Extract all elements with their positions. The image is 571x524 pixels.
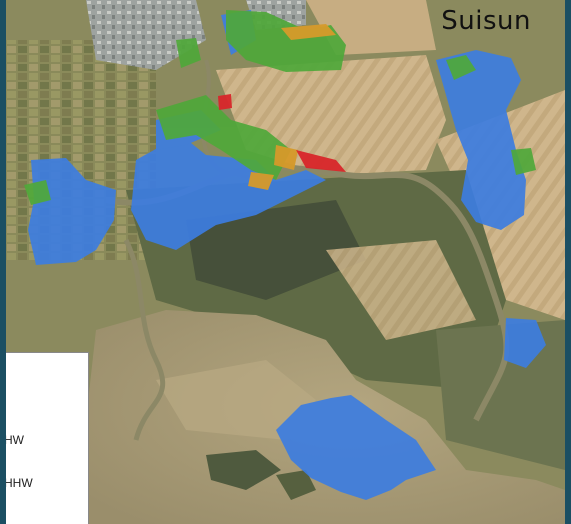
place-label-suisun: Suisun [441, 6, 531, 36]
habitat-orange-1 [274, 145, 298, 170]
habitat-green-northeast [446, 55, 476, 80]
island-1 [206, 450, 281, 490]
habitat-green-east [511, 148, 536, 175]
legend: HW HHW [6, 352, 89, 524]
map-view[interactable]: Suisun HW HHW [6, 0, 565, 524]
habitat-blue-west [28, 158, 116, 265]
habitat-red-1 [218, 94, 232, 110]
habitat-red-2 [296, 150, 346, 172]
habitat-green-north [226, 10, 346, 72]
habitat-green-northwest [176, 38, 201, 68]
habitat-orange-zones [248, 24, 336, 190]
habitat-blue-south [276, 395, 436, 500]
habitat-orange-2 [248, 172, 274, 190]
habitat-orange-3 [281, 24, 336, 40]
satellite-map [6, 0, 565, 524]
habitat-green-central [156, 95, 291, 180]
legend-item: HHW [6, 476, 33, 490]
habitat-blue-zones [28, 10, 546, 500]
channel-west [123, 238, 166, 441]
urban-area [86, 0, 206, 70]
habitat-green-zones [24, 10, 536, 205]
legend-item: HW [6, 433, 24, 447]
habitat-red-zones [218, 94, 346, 172]
ag-grid-east [326, 240, 476, 340]
habitat-green-west [24, 180, 51, 205]
habitat-blue-northeast [436, 50, 526, 230]
habitat-blue-east [504, 318, 546, 368]
marsh-dark-patch [186, 200, 366, 300]
bay-shallow [156, 360, 316, 440]
island-2 [276, 470, 316, 500]
habitat-blue-central [131, 135, 326, 250]
